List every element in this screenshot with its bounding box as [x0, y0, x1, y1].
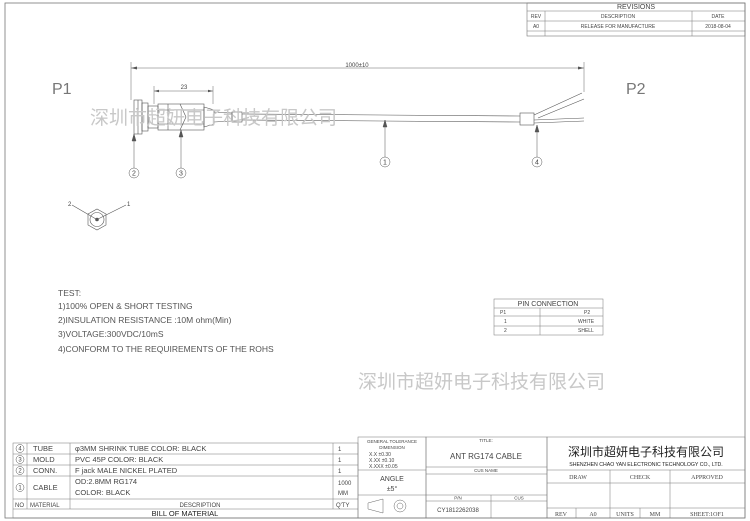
revisions-block: REVISIONS REV DESCRIPTION DATE A0 RELEAS… — [526, 2, 746, 37]
bom-row-1-qty-line1: 1000 — [338, 481, 352, 487]
rev-header: REV — [531, 14, 542, 20]
description-header: DESCRIPTION — [601, 14, 636, 20]
pin-row-1-p1: 1 — [504, 319, 507, 325]
overall-length-dimension: 1000±10 — [130, 62, 585, 100]
revisions-title: REVISIONS — [617, 4, 655, 11]
tolerance-line-2: X.XX ±0.10 — [369, 458, 394, 464]
sheet-label: SHEET:1OF1 — [690, 512, 724, 518]
pn-value: CY1812262038 — [437, 508, 479, 514]
bom-row-4-description: φ3MM SHRINK TUBE COLOR: BLACK — [75, 444, 206, 453]
approved-header: APPROVED — [691, 475, 723, 481]
title-label: TITLE: — [479, 438, 493, 443]
bom-row-2-material: CONN. — [33, 466, 57, 475]
bom-row-1-description-line2: COLOR: BLACK — [75, 488, 130, 497]
balloon-2: 2 — [132, 171, 136, 178]
connector-end-view — [71, 204, 127, 231]
angle-value: ±5° — [387, 485, 398, 493]
f-connector-side-view — [133, 99, 243, 135]
cable — [241, 92, 585, 126]
note-4: 4)CONFORM TO THE REQUIREMENTS OF THE ROH… — [58, 344, 274, 354]
revision-date: 2018-08-04 — [705, 24, 731, 30]
bom-row-4-material: TUBE — [33, 444, 53, 453]
revision-description: RELEASE FOR MANUFACTURE — [581, 24, 656, 30]
notes-title: TEST: — [58, 288, 81, 298]
draw-header: DRAW — [569, 475, 587, 481]
bom-row-1-qty-line2: MM — [338, 491, 348, 497]
tolerance-line-3: X.XXX ±0.05 — [369, 464, 398, 470]
rev-value: A0 — [533, 24, 539, 30]
tolerance-line-1: X.X ±0.30 — [369, 452, 391, 458]
general-tolerance: GENERAL TOLERANCE DIMENSION X.X ±0.30 X.… — [357, 436, 427, 519]
bom-row-1-no: 1 — [18, 486, 22, 492]
note-2: 2)INSULATION RESISTANCE :10M ohm(Min) — [58, 315, 232, 325]
date-header: DATE — [712, 14, 726, 20]
end-view-label-2: 2 — [68, 202, 72, 208]
drawing-title: ANT RG174 CABLE — [450, 452, 522, 461]
watermark-middle: 深圳市超妍电子科技有限公司 — [358, 371, 605, 393]
tolerance-title: GENERAL TOLERANCE — [367, 439, 417, 444]
check-header: CHECK — [630, 475, 651, 481]
pn-label: P/N — [454, 496, 462, 501]
bom-row-2-qty: 1 — [338, 469, 342, 475]
pin-table-title: PIN CONNECTION — [518, 301, 579, 308]
company-block: 深圳市超妍电子科技有限公司 SHENZHEN CHAO YAN ELECTRON… — [546, 436, 746, 519]
connector-length-dimension: 23 — [153, 85, 214, 104]
pin-connection-table: PIN CONNECTION P1 P2 1 WHITE 2 SHELL — [493, 298, 604, 336]
bom-row-3-description: PVC 45P COLOR: BLACK — [75, 455, 163, 464]
test-notes: TEST: 1)100% OPEN & SHORT TESTING 2)INSU… — [58, 288, 274, 354]
pin-row-2-p1: 2 — [504, 328, 507, 334]
bom-header-qty: Q'TY — [336, 503, 349, 509]
balloon-3: 3 — [179, 171, 183, 178]
p1-label: P1 — [52, 81, 72, 98]
bom-row-3-qty: 1 — [338, 458, 342, 464]
company-name-cn: 深圳市超妍电子科技有限公司 — [568, 444, 724, 459]
bom-row-1-material: CABLE — [33, 483, 58, 492]
p2-label: P2 — [626, 81, 646, 98]
bom-row-3-material: MOLD — [33, 455, 55, 464]
cus-label: CUS — [514, 496, 524, 501]
projection-symbol-icon — [367, 498, 407, 514]
note-3: 3)VOLTAGE:300VDC/10mS — [58, 329, 164, 339]
angle-label: ANGLE — [380, 476, 404, 483]
bom-row-3-no: 3 — [18, 458, 22, 464]
units-value: MM — [650, 512, 661, 518]
bom-row-4-no: 4 — [18, 447, 22, 453]
pin-header-p1: P1 — [500, 310, 506, 316]
bom-row-1-description-line1: OD:2.8MM RG174 — [75, 477, 137, 486]
bom-text: 4 TUBE φ3MM SHRINK TUBE COLOR: BLACK 1 3… — [15, 444, 352, 518]
bom-header-no: NO — [15, 503, 24, 509]
overall-length-label: 1000±10 — [345, 63, 369, 69]
bom-header-description: DESCRIPTION — [179, 503, 220, 509]
rev-value-bottom: A0 — [589, 512, 596, 518]
pin-row-2-p2: SHELL — [578, 328, 594, 334]
rev-label: REV — [555, 512, 568, 518]
bom-row-2-no: 2 — [18, 469, 22, 475]
balloon-1: 1 — [383, 160, 387, 167]
connector-length-label: 23 — [181, 85, 188, 91]
bom-row-4-qty: 1 — [338, 447, 342, 453]
note-1: 1)100% OPEN & SHORT TESTING — [58, 301, 193, 311]
watermark-top: 深圳市超妍电子科技有限公司 — [90, 107, 337, 129]
company-name-en: SHENZHEN CHAO YAN ELECTRONIC TECHNOLOGY … — [569, 462, 722, 468]
title-block: TITLE: ANT RG174 CABLE CUS NAME P/N CUS … — [425, 436, 548, 519]
tolerance-dimension-label: DIMENSION — [379, 445, 405, 450]
bom-header-material: MATERIAL — [30, 503, 60, 509]
balloon-4: 4 — [535, 160, 539, 167]
callout-balloons — [128, 119, 543, 179]
end-view-label-1: 1 — [127, 202, 131, 208]
units-label: UNITS — [616, 512, 634, 518]
bom-row-2-description: F jack MALE NICKEL PLATED — [75, 466, 178, 475]
bom-footer: BILL OF MATERIAL — [152, 509, 219, 518]
cus-name-label: CUS NAME — [474, 468, 498, 473]
pin-header-p2: P2 — [584, 310, 590, 316]
pin-row-1-p2: WHITE — [578, 319, 595, 325]
